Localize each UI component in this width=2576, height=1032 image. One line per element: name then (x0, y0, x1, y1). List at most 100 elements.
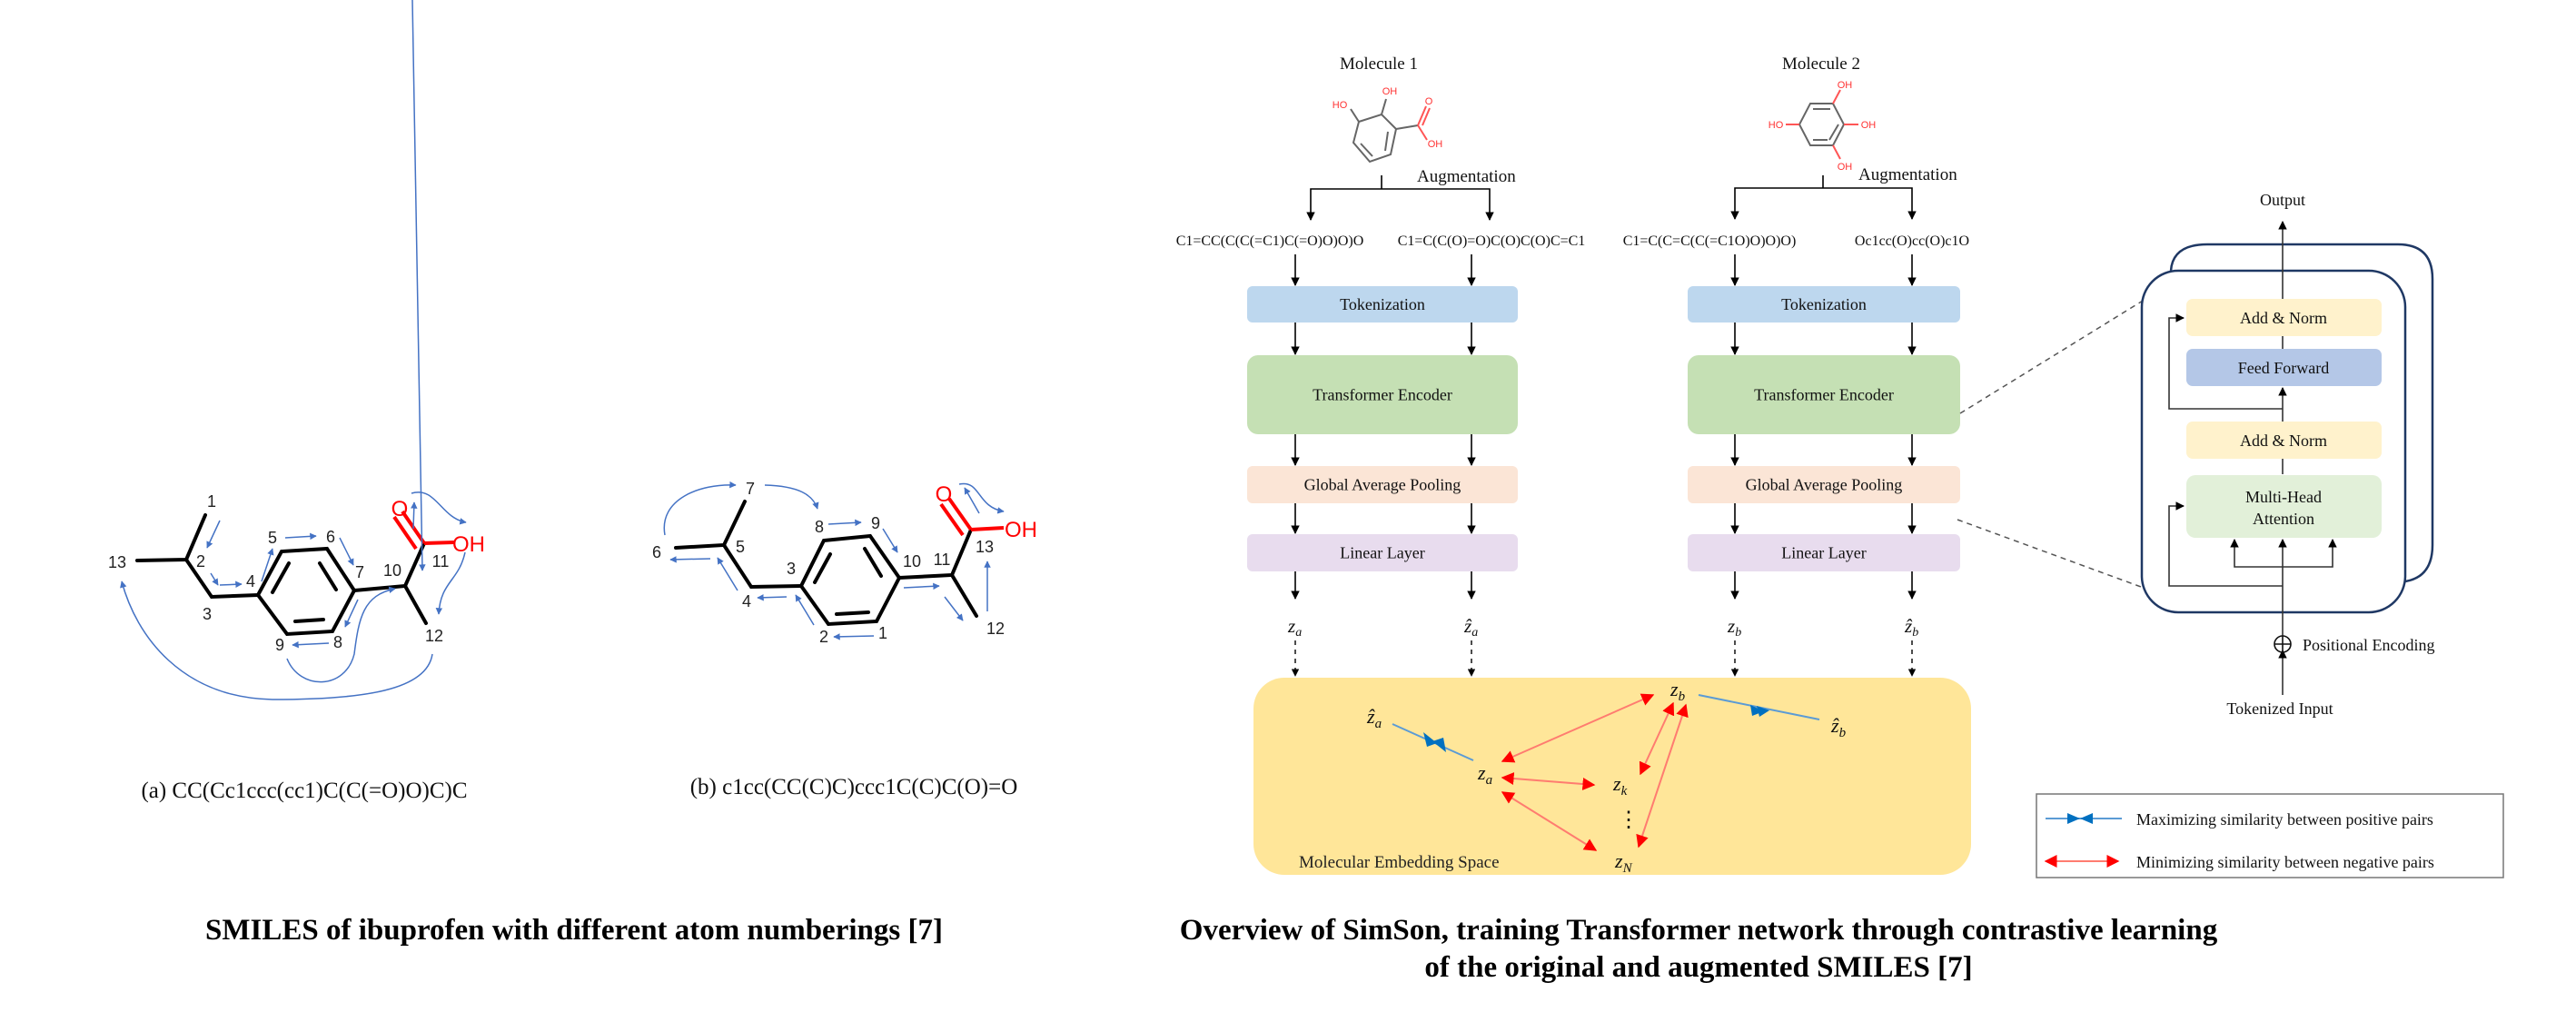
tokenized-input-label: Tokenized Input (2226, 700, 2333, 718)
ellipsis: ⋮ (1618, 809, 1640, 832)
atom-number: 13 (108, 553, 126, 571)
hydroxyl-label-b: OH (1005, 518, 1037, 542)
tokenization-box (1247, 286, 1518, 322)
global-average-pooling-label: Global Average Pooling (1304, 476, 1461, 494)
augmentation-label-2: Augmentation (1858, 165, 1957, 184)
add-norm-bottom-label: Add & Norm (2240, 432, 2327, 450)
atom-label: HO (1769, 120, 1784, 131)
global-average-pooling-label: Global Average Pooling (1746, 476, 1903, 494)
atom-label: O (1425, 96, 1433, 107)
linear-layer-label: Linear Layer (1781, 544, 1866, 562)
output-z-hat-a: ẑa (1463, 615, 1478, 640)
atom-number: 1 (207, 492, 216, 511)
linear-layer-label: Linear Layer (1340, 544, 1424, 562)
point-z-k: zk (1612, 772, 1628, 799)
atom-number: 7 (746, 480, 755, 498)
legend-positive-arrows-icon (2067, 813, 2093, 824)
atom-number: 7 (355, 563, 364, 581)
mha-label-line2: Attention (2253, 510, 2314, 528)
output-z-a: za (1287, 615, 1302, 640)
smiles-1a: C1=CC(C(C(=C1)C(=O)O)O)O (1176, 233, 1364, 249)
oxygen-label-a: O (391, 497, 409, 521)
molecule-2-structure: OH HO OH OH (1769, 80, 1877, 173)
augmentation-label-1: Augmentation (1417, 167, 1516, 186)
embedding-points: ẑa za zb ẑb zk zN ⋮ (1366, 678, 1847, 876)
global-average-pooling-box (1688, 466, 1960, 503)
add-norm-top-label: Add & Norm (2240, 309, 2327, 327)
atom-number: 5 (736, 538, 745, 556)
skeleton-a (135, 513, 428, 637)
atom-number: 10 (383, 561, 401, 580)
atom-number: 8 (333, 633, 342, 651)
atom-number: 12 (425, 627, 443, 645)
tokenization-box (1688, 286, 1960, 322)
atom-number: 5 (268, 529, 277, 547)
positive-pair-arrowheads (1423, 705, 1769, 752)
oxygen-label-b: O (936, 482, 953, 507)
transformer-encoder-box (1247, 355, 1518, 434)
embedding-space-region (1253, 678, 1971, 875)
positional-encoding-add-icon (2274, 635, 2292, 653)
add-norm-block-top (2186, 299, 2382, 336)
hydroxyl-label-a: OH (452, 532, 485, 557)
negative-pair-arrows (1501, 693, 1689, 851)
ibuprofen-structure-a: O OH 1 2 3 4 5 6 7 8 9 10 11 12 13 (108, 0, 485, 700)
molecule-1-structure: HO OH O OH (1333, 86, 1443, 164)
atom-number: 3 (787, 560, 796, 578)
left-figure-title: SMILES of ibuprofen with different atom … (205, 914, 943, 947)
atom-number: 12 (986, 620, 1005, 638)
atom-number: 1 (878, 624, 887, 642)
legend-negative-label: Minimizing similarity between negative p… (2136, 853, 2434, 871)
add-norm-block-bottom (2186, 422, 2382, 459)
output-z-hat-b: ẑb (1904, 615, 1918, 640)
numbering-arrows-b (663, 481, 1005, 640)
atom-label: OH (1838, 80, 1853, 91)
tokenization-label: Tokenization (1781, 295, 1867, 313)
atom-number: 6 (326, 528, 335, 546)
point-z-a: za (1477, 761, 1492, 788)
transformer-block-detail: Add & Norm Feed Forward Add & Norm Multi… (2140, 191, 2435, 718)
atom-numbers-b: 1 2 3 4 5 6 7 8 9 10 11 12 13 (652, 480, 1005, 646)
atom-number: 8 (815, 518, 824, 536)
smiles-2b: Oc1cc(O)cc(O)c1O (1855, 233, 1969, 249)
caption-b: (b) c1cc(CC(C)C)ccc1C(C)C(O)=O (690, 775, 1018, 799)
atom-numbers-a: 1 2 3 4 5 6 7 8 9 10 11 12 13 (108, 492, 449, 654)
atom-number: 2 (196, 552, 205, 571)
right-figure-title-line1: Overview of SimSon, training Transformer… (1180, 914, 2218, 947)
multi-head-attention-block (2186, 475, 2382, 538)
atom-number: 11 (934, 551, 951, 569)
atom-label: OH (1861, 120, 1877, 131)
output-label: Output (2260, 191, 2305, 209)
caption-a: (a) CC(Cc1ccc(cc1)C(C(=O)O)C)C (141, 779, 467, 803)
point-z-a-hat: ẑa (1366, 705, 1382, 731)
positional-encoding-label: Positional Encoding (2303, 636, 2435, 654)
atom-number: 13 (976, 538, 994, 556)
right-figure-title-line2: of the original and augmented SMILES [7] (1424, 951, 1972, 984)
legend: Maximizing similarity between positive p… (2036, 793, 2504, 878)
atom-number: 4 (246, 572, 255, 590)
transformer-encoder-label: Transformer Encoder (1313, 386, 1452, 404)
linear-layer-box (1688, 534, 1960, 571)
atom-label: HO (1333, 100, 1348, 111)
zoom-connector-lines (1957, 285, 2167, 591)
mha-label-line1: Multi-Head (2245, 488, 2322, 506)
atom-number: 4 (742, 592, 751, 610)
atom-number: 3 (203, 605, 212, 623)
global-average-pooling-box (1247, 466, 1518, 503)
smiles-1b: C1=C(C(O)=O)C(O)C(O)C=C1 (1398, 233, 1586, 249)
point-z-n: zN (1614, 849, 1633, 876)
molecule-2-label: Molecule 2 (1782, 55, 1860, 74)
atom-label: OH (1428, 139, 1443, 150)
output-z-b: zb (1727, 615, 1741, 640)
transformer-encoder-label: Transformer Encoder (1754, 386, 1894, 404)
smiles-2a: C1=C(C=C(C(=C1O)O)O)O) (1623, 233, 1797, 249)
molecule-1-label: Molecule 1 (1340, 55, 1418, 74)
point-z-b-hat: ẑb (1830, 714, 1847, 740)
tokenization-label: Tokenization (1340, 295, 1425, 313)
atom-number: 10 (903, 552, 921, 571)
atom-number: 9 (275, 636, 284, 654)
atom-label: OH (1382, 86, 1398, 97)
